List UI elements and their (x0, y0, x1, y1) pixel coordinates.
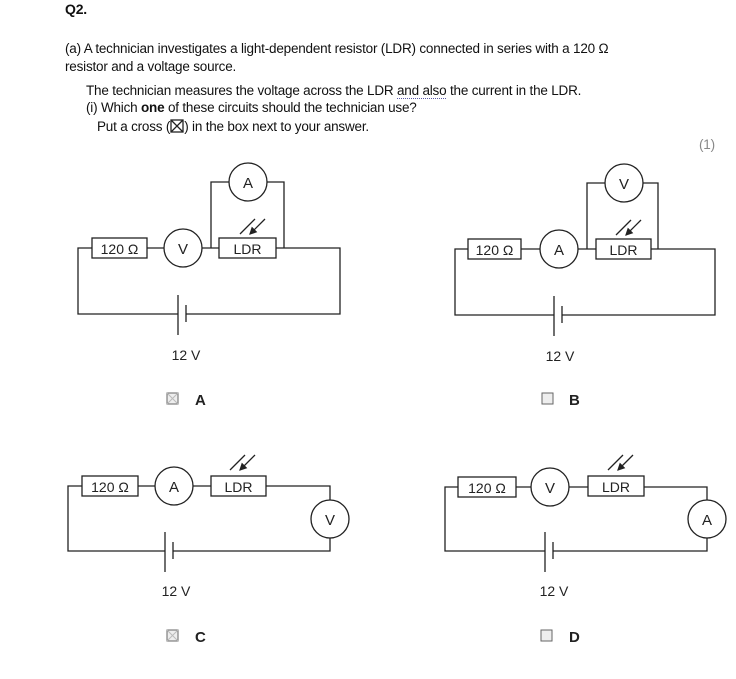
which-post: of these circuits should the technician … (164, 100, 417, 115)
supply-label: 12 V (546, 348, 575, 364)
voltmeter-icon (163, 228, 203, 268)
resistor-label: 120 Ω (476, 242, 514, 258)
battery-icon (177, 295, 187, 335)
resistor (91, 237, 148, 259)
series-meter-label: A (169, 479, 179, 496)
circuit-a: 120 Ω V LDR A 12 V A (77, 162, 341, 409)
ammeter-icon (228, 162, 268, 202)
circuit-c: 120 Ω A LDR V 12 V C (67, 454, 350, 646)
voltmeter-icon (604, 163, 644, 203)
battery-icon (553, 296, 563, 336)
battery-icon (164, 532, 174, 572)
which-bold: one (141, 100, 165, 115)
supply-label: 12 V (162, 583, 191, 599)
which-pre: Which (100, 100, 142, 115)
series-meter-label: V (178, 241, 188, 258)
intro-text-cont: resistor and a voltage source. (65, 59, 237, 74)
resistor-label: 120 Ω (468, 480, 506, 496)
ldr-label: LDR (602, 479, 630, 495)
light-arrows-icon (607, 454, 634, 470)
parallel-meter-label: V (619, 176, 629, 193)
circuit-d: 120 Ω V LDR A 12 V D (444, 454, 727, 646)
series-meter-label: V (545, 480, 555, 497)
option-label: C (195, 629, 206, 646)
crossed-box-icon (170, 119, 184, 133)
option-label: B (569, 392, 580, 409)
light-arrows-icon (615, 219, 642, 235)
option-label: D (569, 629, 580, 646)
ammeter-icon (154, 466, 194, 506)
parallel-meter-label: A (243, 175, 253, 192)
ammeter-icon (539, 229, 579, 269)
battery-icon (544, 532, 554, 572)
voltmeter-icon (310, 499, 350, 539)
resistor-label: 120 Ω (101, 241, 139, 257)
part-label: (i) (86, 100, 98, 115)
cross-instruction: Put a cross ( ) in the box next to your a… (97, 119, 369, 134)
supply-label: 12 V (540, 583, 569, 599)
measure-post: the current in the LDR. (446, 83, 582, 98)
side-meter-label: V (325, 512, 335, 529)
resistor (457, 476, 517, 498)
cross-post: ) in the box next to your answer. (184, 119, 369, 134)
resistor (467, 238, 522, 260)
answer-checkbox-b[interactable] (541, 392, 554, 405)
measure-dotted: and also (396, 83, 447, 99)
option-label: A (195, 392, 206, 409)
light-arrows-icon (229, 454, 256, 470)
measure-text: The technician measures the voltage acro… (86, 83, 582, 99)
which-text: (i) Which one of these circuits should t… (86, 100, 417, 115)
supply-label: 12 V (172, 347, 201, 363)
series-meter-label: A (554, 242, 564, 259)
marks-label: (1) (699, 137, 715, 152)
ammeter-icon (687, 499, 727, 539)
circuit-b: 120 Ω A LDR V 12 V B (454, 163, 716, 409)
ldr-label: LDR (233, 241, 261, 257)
question-number: Q2. (65, 1, 87, 17)
resistor (81, 475, 139, 497)
ldr-label: LDR (224, 479, 252, 495)
light-arrows-icon (239, 218, 266, 234)
answer-checkbox-d[interactable] (540, 629, 553, 642)
voltmeter-icon (530, 467, 570, 507)
ldr-label: LDR (609, 242, 637, 258)
side-meter-label: A (702, 512, 712, 529)
cross-pre: Put a cross ( (97, 119, 171, 134)
resistor-label: 120 Ω (91, 479, 129, 495)
measure-pre: The technician measures the voltage acro… (86, 83, 397, 98)
intro-text: (a) A technician investigates a light-de… (65, 41, 609, 56)
